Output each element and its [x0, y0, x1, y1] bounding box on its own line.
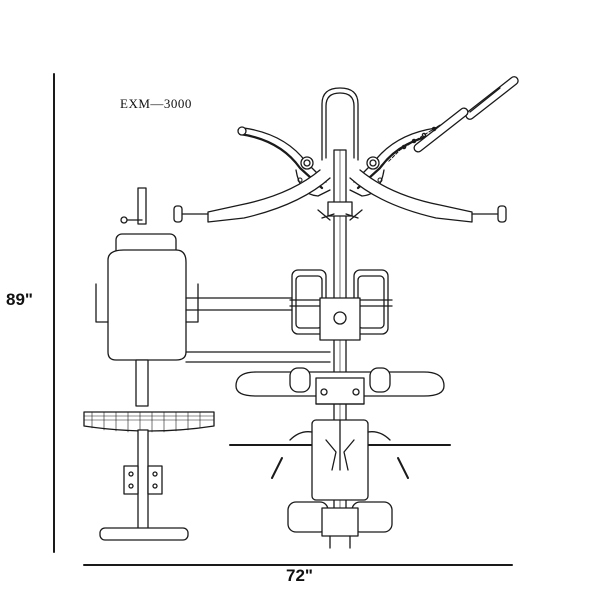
side-lower-stem [124, 430, 162, 530]
lat-bar [388, 75, 520, 162]
model-label: EXM—3000 [120, 96, 192, 111]
foot-rollers [288, 502, 392, 548]
foot-platform [84, 412, 214, 432]
leg-developer [290, 270, 392, 340]
height-dimension-label: 89" [6, 290, 33, 309]
side-base [100, 528, 188, 540]
front-view [174, 75, 520, 548]
side-frame-rails [186, 298, 330, 362]
lower-arms [174, 170, 506, 222]
side-back-pad [96, 250, 198, 360]
side-upright [121, 188, 146, 224]
arm-curl-pad [236, 368, 444, 404]
pivot-hubs [296, 157, 384, 196]
seat-and-handles [230, 420, 450, 500]
side-view [84, 188, 330, 540]
backrest-pad [322, 88, 358, 160]
side-seat-post [136, 360, 148, 406]
width-dimension-label: 72" [286, 566, 313, 585]
